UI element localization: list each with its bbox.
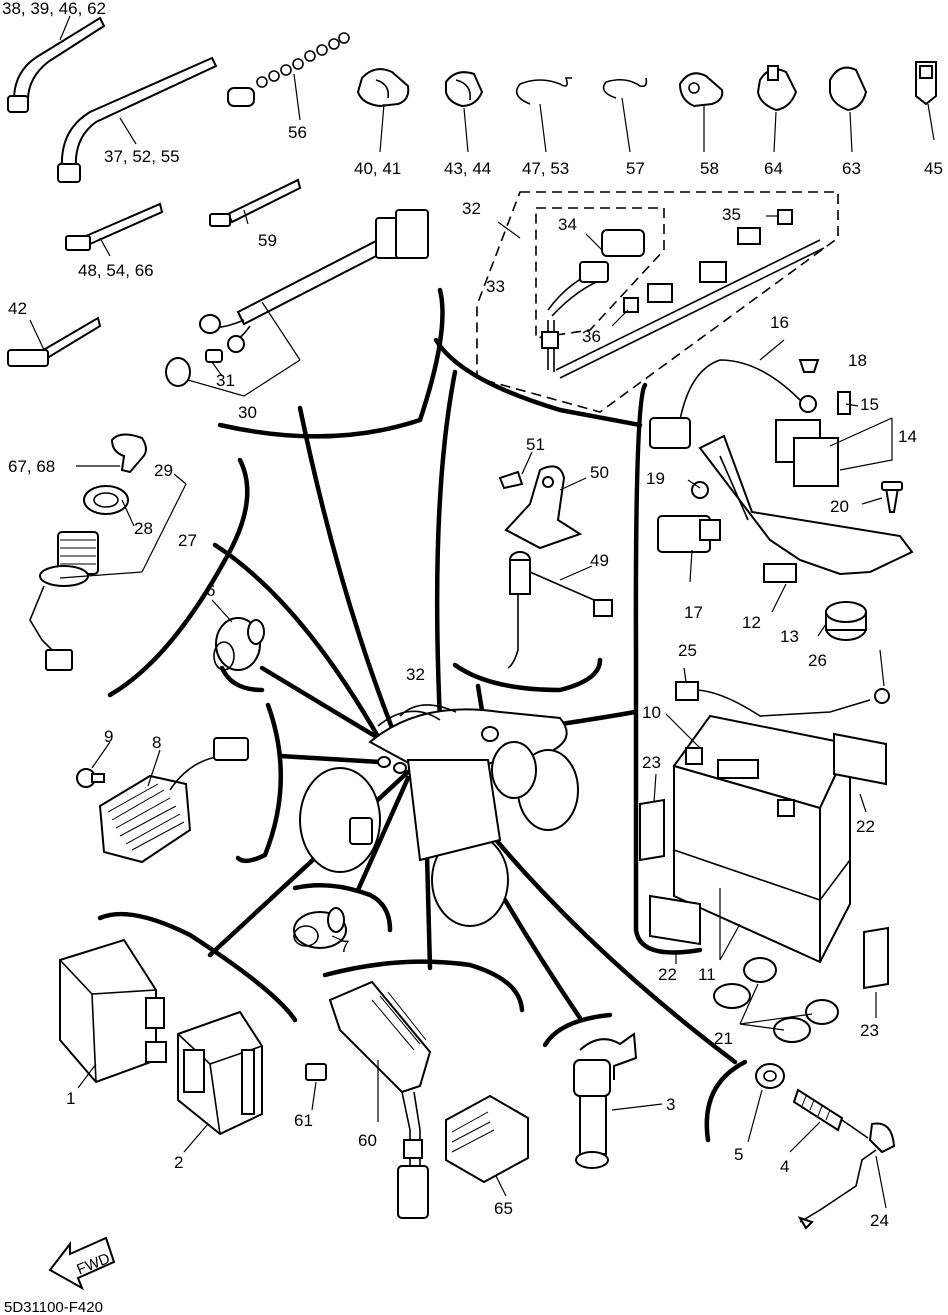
diagram-code: 5D31100-F420 [4, 1299, 103, 1315]
callout-20: 20 [830, 497, 849, 516]
callout-40: 40, 41 [354, 159, 401, 178]
callout-49: 49 [590, 551, 609, 570]
callout-23-left: 23 [642, 753, 661, 772]
ignition-coil-60 [305, 980, 432, 1219]
callout-4: 4 [780, 1157, 789, 1176]
callout-51: 51 [526, 435, 545, 454]
battery-assembly [639, 649, 890, 1043]
cable-tie-48 [65, 202, 164, 257]
callout-9: 9 [104, 727, 113, 746]
switch-assembly [498, 451, 613, 669]
callout-31: 31 [216, 371, 235, 390]
clamp-63 [829, 66, 868, 153]
cable-tie-38 [7, 15, 106, 113]
callout-29: 29 [154, 461, 173, 480]
callout-3: 3 [666, 1095, 675, 1114]
callout-43: 43, 44 [444, 159, 491, 178]
callout-16: 16 [770, 313, 789, 332]
callout-13: 13 [780, 627, 799, 646]
band-56 [227, 32, 350, 121]
sub-harness-30 [165, 209, 429, 397]
callout-28: 28 [134, 519, 153, 538]
callout-26: 26 [808, 651, 827, 670]
callout-1: 1 [66, 1089, 75, 1108]
callout-7: 7 [340, 937, 349, 956]
callout-11: 11 [698, 965, 716, 984]
callout-19: 19 [646, 469, 665, 488]
callout-8: 8 [152, 733, 161, 752]
callout-45: 45 [924, 159, 943, 178]
harness-detail-box [476, 191, 839, 413]
callout-56: 56 [288, 123, 307, 142]
harness-detail-32 [541, 209, 825, 379]
clamp-45 [915, 61, 937, 141]
callout-34: 34 [558, 215, 577, 234]
atv-vehicle-icon [299, 704, 579, 927]
callout-22-right: 22 [856, 817, 875, 836]
callout-38: 38, 39, 46, 62 [2, 0, 106, 18]
plug-assembly [747, 1063, 896, 1230]
callout-22-bottom: 22 [658, 965, 677, 984]
clamp-40 [356, 68, 410, 153]
callout-5: 5 [734, 1145, 743, 1164]
callout-58: 58 [700, 159, 719, 178]
switch-7 [293, 907, 347, 949]
callout-30: 30 [238, 403, 257, 422]
callout-23-right: 23 [860, 1021, 879, 1040]
callout-21: 21 [714, 1029, 733, 1048]
ignition-coil-3 [573, 1032, 663, 1169]
callout-17: 17 [684, 603, 703, 622]
cable-tie-59 [209, 178, 302, 227]
relay-65 [445, 1094, 529, 1197]
cdi-unit-1 [59, 938, 167, 1089]
rectifier-regulator [76, 737, 249, 864]
callout-63: 63 [842, 159, 861, 178]
callout-57: 57 [626, 159, 645, 178]
relay-assembly [649, 339, 893, 487]
clamp-43 [445, 71, 484, 153]
callout-37: 37, 52, 55 [104, 147, 180, 166]
cable-tie-37 [57, 56, 218, 183]
callout-6: 6 [206, 581, 215, 600]
callout-42: 42 [8, 299, 27, 318]
callout-65: 65 [494, 1199, 513, 1218]
fwd-arrow-icon: FWD [48, 1236, 116, 1291]
callout-64: 64 [764, 159, 783, 178]
callout-18: 18 [848, 351, 867, 370]
callout-33: 33 [486, 277, 505, 296]
control-unit-2 [177, 1010, 263, 1153]
clamp-58 [678, 72, 724, 152]
callout-36: 36 [582, 327, 601, 346]
callout-61: 61 [294, 1111, 313, 1130]
callout-24: 24 [870, 1211, 889, 1230]
callout-35: 35 [722, 205, 741, 224]
main-switch-assembly [29, 433, 187, 671]
callout-47: 47, 53 [522, 159, 569, 178]
callout-25: 25 [678, 641, 697, 660]
bracket-assembly [657, 434, 914, 641]
callout-27: 27 [178, 531, 197, 550]
callout-2: 2 [174, 1153, 183, 1172]
callout-60: 60 [358, 1131, 377, 1150]
clip-47 [515, 77, 572, 153]
callout-10: 10 [642, 703, 661, 722]
switch-6 [211, 599, 265, 671]
callout-48: 48, 54, 66 [78, 261, 154, 280]
callout-50: 50 [590, 463, 609, 482]
callout-15: 15 [860, 395, 879, 414]
callout-12: 12 [742, 613, 761, 632]
callout-32-top: 32 [462, 199, 481, 218]
cable-tie-42 [7, 316, 102, 367]
callout-59: 59 [258, 231, 277, 250]
callout-14: 14 [898, 427, 917, 446]
callout-67: 67, 68 [8, 457, 55, 476]
clamp-64 [756, 65, 798, 153]
callout-32-center: 32 [406, 665, 425, 684]
clip-57 [602, 77, 648, 153]
